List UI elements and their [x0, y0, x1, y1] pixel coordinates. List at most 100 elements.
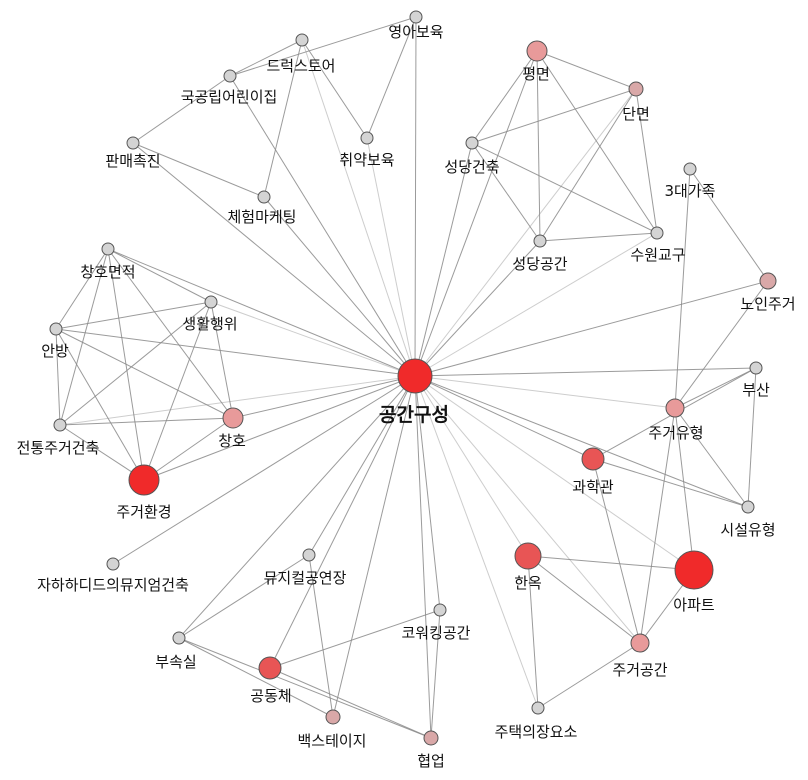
edge-1: [301, 39, 416, 377]
edge-9: [414, 240, 541, 377]
edge-40: [536, 50, 637, 90]
node-34[interactable]: [423, 730, 439, 746]
node-label-20: 부산: [742, 381, 770, 399]
edge-51: [689, 168, 769, 282]
edge-25: [414, 375, 529, 557]
node-21[interactable]: [665, 398, 685, 418]
edge-67: [59, 424, 145, 481]
edge-62: [55, 328, 234, 419]
edge-layer: [55, 16, 769, 739]
node-0[interactable]: [397, 358, 433, 394]
node-28[interactable]: [433, 603, 447, 617]
edge-61: [143, 301, 212, 481]
edge-27: [178, 375, 416, 639]
edge-73: [674, 407, 695, 571]
node-1[interactable]: [409, 10, 423, 24]
edge-63: [55, 328, 61, 426]
edge-75: [527, 555, 695, 571]
edge-52: [674, 280, 769, 409]
node-11[interactable]: [533, 234, 547, 248]
edge-33: [229, 39, 303, 77]
edge-72: [674, 407, 749, 508]
edge-81: [178, 554, 310, 639]
edge-31: [414, 375, 539, 709]
edge-22: [414, 375, 695, 571]
edge-60: [59, 301, 212, 426]
node-32[interactable]: [325, 709, 341, 725]
edge-39: [366, 16, 417, 139]
node-13[interactable]: [759, 272, 777, 290]
node-22[interactable]: [581, 447, 605, 471]
edge-3: [132, 142, 416, 377]
node-label-23: 시설유형: [720, 521, 775, 539]
edge-50: [674, 168, 691, 409]
node-17[interactable]: [222, 407, 244, 429]
node-19[interactable]: [128, 464, 160, 496]
edge-16: [59, 375, 416, 426]
node-label-33: 주택의장요소: [495, 723, 578, 741]
edge-36: [229, 16, 417, 77]
node-label-25: 자하하디드의뮤지엄건축: [37, 576, 189, 594]
node-31[interactable]: [258, 656, 282, 680]
node-4[interactable]: [126, 136, 140, 150]
node-6[interactable]: [257, 190, 271, 204]
node-27[interactable]: [514, 542, 542, 570]
node-10[interactable]: [683, 162, 697, 176]
node-33[interactable]: [531, 701, 545, 715]
node-20[interactable]: [749, 361, 763, 375]
node-label-17: 창호: [218, 432, 246, 450]
edge-82: [308, 554, 334, 718]
edge-38: [132, 142, 265, 198]
edge-32: [414, 375, 432, 739]
node-label-34: 협업: [417, 752, 445, 770]
node-8[interactable]: [628, 81, 644, 97]
node-label-18: 전통주거건축: [17, 439, 100, 457]
node-26[interactable]: [302, 548, 316, 562]
node-12[interactable]: [650, 226, 664, 240]
node-label-12: 수원교구: [630, 246, 685, 264]
edge-14: [55, 328, 416, 377]
edge-35: [301, 39, 368, 139]
edge-7: [414, 88, 637, 377]
edge-85: [269, 609, 441, 669]
node-9[interactable]: [465, 136, 479, 150]
node-24[interactable]: [674, 550, 714, 590]
node-label-15: 생활행위: [182, 315, 237, 333]
node-30[interactable]: [630, 633, 650, 653]
node-23[interactable]: [741, 500, 755, 514]
node-25[interactable]: [106, 557, 120, 571]
node-label-24: 아파트: [673, 596, 715, 614]
node-3[interactable]: [223, 69, 237, 83]
edge-80: [592, 458, 641, 644]
edge-28: [414, 375, 641, 644]
edge-30: [332, 375, 416, 718]
node-18[interactable]: [53, 418, 67, 432]
node-29[interactable]: [172, 631, 186, 645]
edge-26: [414, 375, 441, 611]
edge-42: [536, 50, 541, 242]
node-label-9: 성당건축: [444, 158, 499, 176]
edge-56: [59, 248, 109, 426]
node-15[interactable]: [204, 295, 218, 309]
edge-21: [414, 375, 749, 508]
edge-20: [414, 375, 594, 460]
node-16[interactable]: [49, 322, 63, 336]
node-label-29: 부속실: [155, 653, 196, 671]
edge-34: [263, 39, 303, 198]
node-7[interactable]: [526, 40, 548, 62]
edge-87: [430, 609, 441, 739]
node-14[interactable]: [101, 242, 115, 256]
edge-23: [112, 375, 416, 565]
edge-59: [210, 301, 234, 419]
node-label-13: 노인주거: [740, 295, 795, 313]
node-label-10: 3대가족: [665, 182, 716, 200]
node-2[interactable]: [295, 33, 309, 47]
node-5[interactable]: [360, 131, 374, 145]
node-label-21: 주거유형: [648, 424, 703, 442]
edge-0: [414, 16, 417, 377]
edge-8: [414, 142, 473, 377]
node-label-11: 성당공간: [512, 255, 567, 273]
edge-77: [527, 555, 539, 709]
node-label-6: 체험마케팅: [227, 208, 296, 226]
